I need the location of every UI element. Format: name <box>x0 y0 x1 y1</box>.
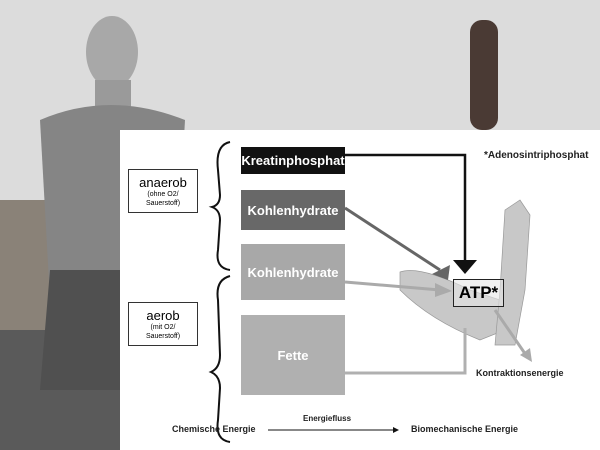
flow-label: Energiefluss <box>303 414 352 423</box>
flow-from: Chemische Energie <box>172 424 256 434</box>
arrow-kh-aerob <box>344 280 441 292</box>
group-subtitle: Sauerstoff) <box>145 333 181 340</box>
group-subtitle: Sauerstoff) <box>145 200 181 207</box>
flow-to: Biomechanische Energie <box>411 424 519 434</box>
footnote: *Adenosintriphosphat <box>484 150 589 161</box>
source-kohlenhydrate-aerob: Kohlenhydrate <box>241 244 345 300</box>
brace-aerob <box>208 275 231 443</box>
rolled-mat <box>470 20 498 130</box>
atp-box: ATP* <box>453 279 504 307</box>
group-title: anaerob <box>139 175 187 190</box>
source-kreatinphosphat: Kreatinphosphat <box>241 147 345 174</box>
output-label: Kontraktionsenergie <box>476 368 564 378</box>
group-subtitle: (mit O2/ <box>150 324 176 331</box>
arrow-kh-anaerob <box>344 206 441 272</box>
group-anaerob: anaerob (ohne O2/ Sauerstoff) <box>128 169 198 213</box>
group-subtitle: (ohne O2/ <box>147 191 179 198</box>
brace-anaerob <box>208 141 231 271</box>
group-aerob: aerob (mit O2/ Sauerstoff) <box>128 302 198 346</box>
arrow-contraction <box>493 309 530 359</box>
arrow-kreatin-atp <box>345 153 467 262</box>
arrow-fette-atp <box>345 328 467 375</box>
source-kohlenhydrate-anaerob: Kohlenhydrate <box>241 190 345 230</box>
source-fette: Fette <box>241 315 345 395</box>
group-title: aerob <box>146 308 180 323</box>
